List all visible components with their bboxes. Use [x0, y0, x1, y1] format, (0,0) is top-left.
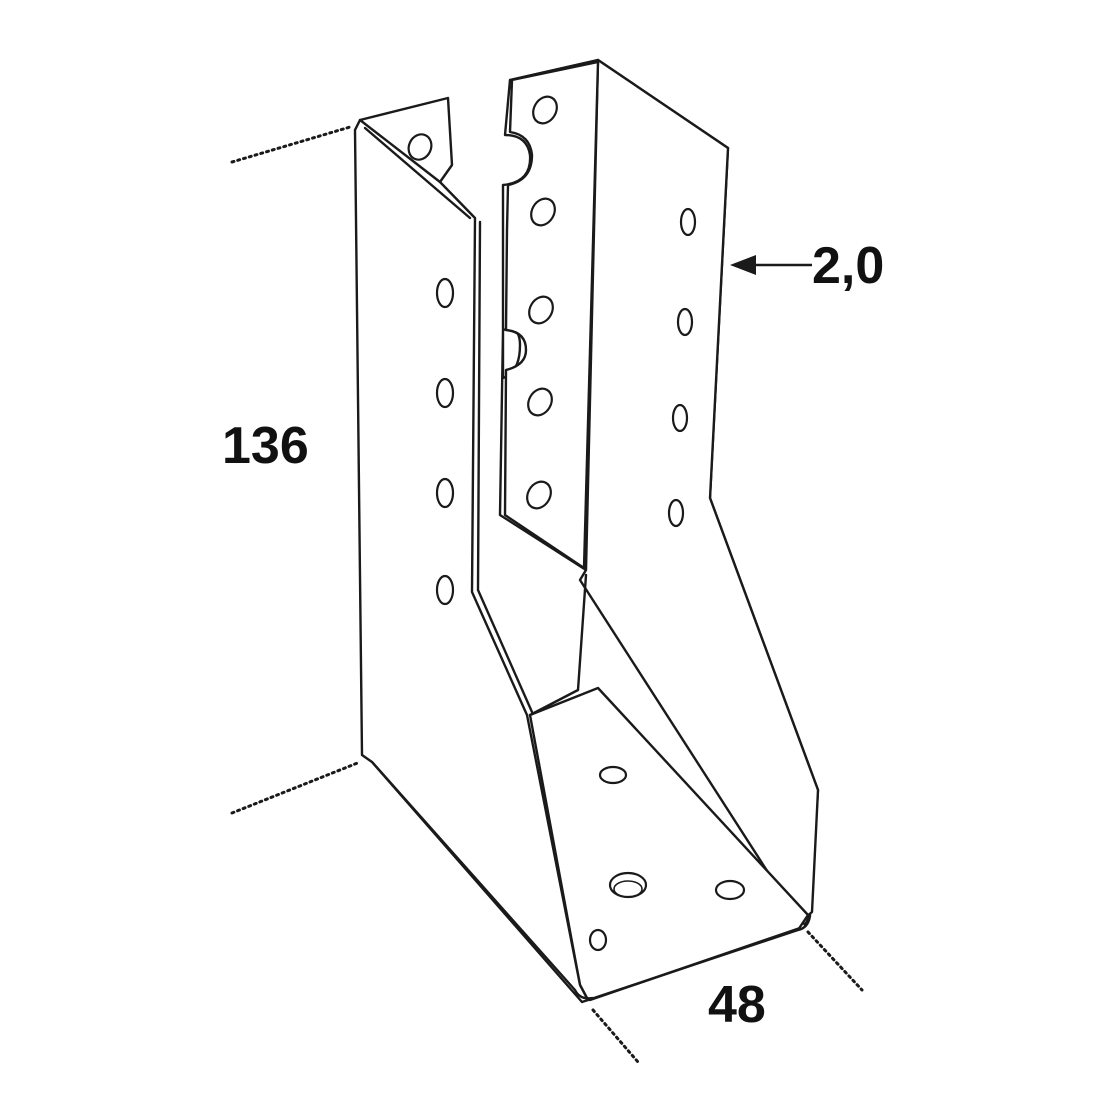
left-side-plate	[353, 96, 802, 1004]
thickness-dimension-label: 2,0	[812, 237, 884, 295]
height-dimension-label: 136	[222, 417, 309, 475]
dimension-lines	[230, 125, 864, 1064]
hole	[407, 133, 433, 161]
height-bottom-extension	[230, 760, 362, 815]
thickness-arrow	[730, 255, 812, 275]
left-plate-holes	[435, 277, 455, 606]
width-dimension-label: 48	[708, 976, 766, 1034]
width-right-extension	[806, 930, 864, 992]
right-plate-holes	[667, 207, 697, 528]
right-side-plate	[578, 58, 820, 924]
back-plate-holes	[526, 95, 558, 510]
width-left-extension	[591, 1008, 640, 1064]
height-top-extension	[230, 125, 352, 164]
seat-holes	[588, 765, 746, 952]
